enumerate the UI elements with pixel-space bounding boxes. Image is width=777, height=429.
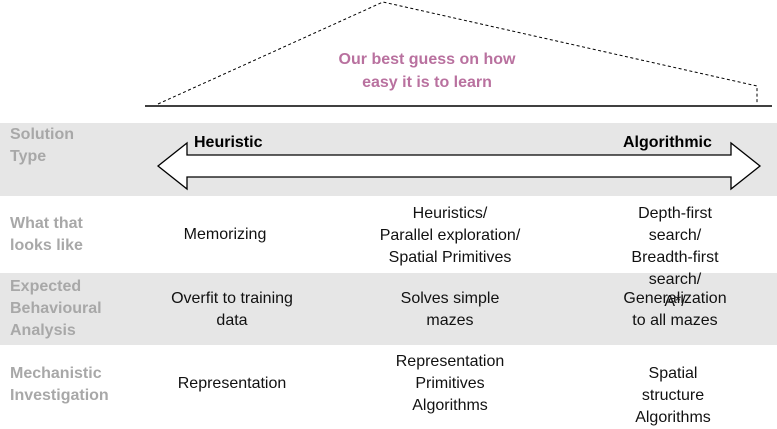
difficulty-curve — [157, 1, 758, 105]
diagram-shapes — [145, 1, 772, 191]
row-label-mechanistic-investigation: Mechanistic Investigation — [10, 365, 109, 404]
cell-mechanistic-heuristic: Representation — [177, 375, 287, 392]
cell-mechanistic-middle: Representation Primitives Algorithms — [395, 353, 505, 414]
row-label-solution-type: Solution Type — [10, 126, 74, 165]
cell-looks-like-algorithmic: Depth-first search/ Breadth-first search… — [631, 205, 719, 310]
row-label-what-that-looks-like: What that looks like — [10, 215, 83, 254]
double-arrow — [156, 141, 762, 191]
cell-behaviour-middle: Solves simple mazes — [400, 290, 500, 329]
row-label-expected-behavioural-analysis: Expected Behavioural Analysis — [10, 278, 102, 339]
difficulty-guess-text: Our best guess on how easy it is to lear… — [338, 51, 516, 91]
algorithmic-label: Algorithmic — [623, 134, 712, 151]
behavioural-analysis-band — [0, 273, 777, 345]
cell-mechanistic-algorithmic: Spatial structure Algorithms — [635, 365, 711, 426]
cell-behaviour-algorithmic: Generalization to all mazes — [623, 290, 727, 329]
cell-looks-like-middle: Heuristics/ Parallel exploration/ Spatia… — [379, 205, 521, 266]
heuristic-label: Heuristic — [194, 134, 263, 151]
cell-looks-like-heuristic: Memorizing — [183, 226, 267, 243]
cell-behaviour-heuristic: Overfit to training data — [171, 290, 293, 329]
